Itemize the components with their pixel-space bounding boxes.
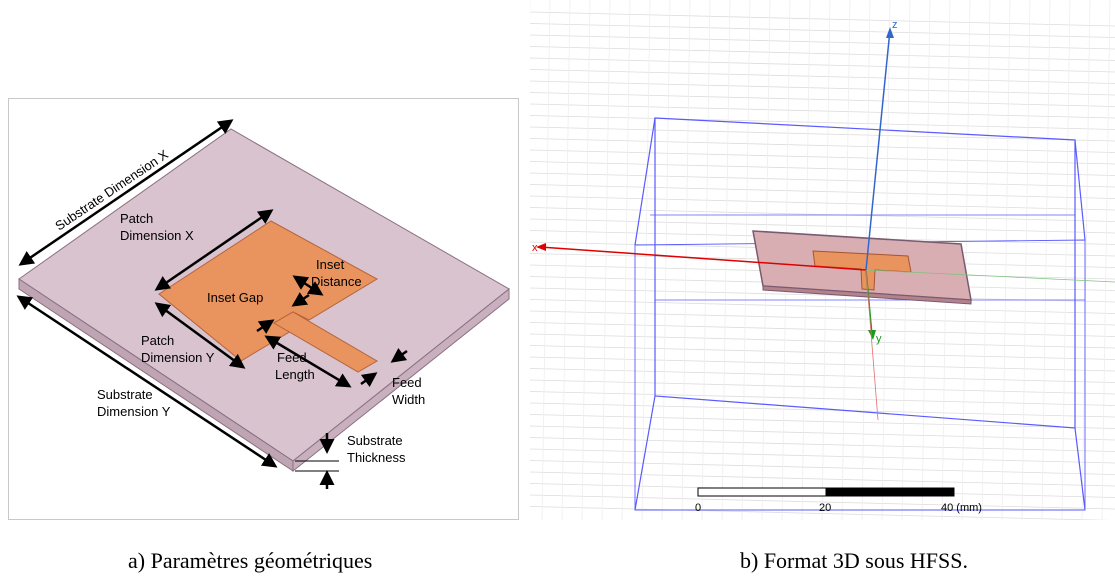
label-feed-length-1: Feed — [277, 350, 307, 365]
label-patch-y-2: Dimension Y — [141, 350, 215, 365]
grid-line — [581, 0, 591, 521]
label-inset-distance-2: Distance — [311, 274, 362, 289]
grid-line — [529, 425, 1115, 441]
grid-line — [529, 310, 1115, 326]
scale-tick-0: 0 — [695, 502, 701, 514]
thickness-guides — [295, 460, 339, 472]
grid-line — [529, 368, 1115, 383]
grid-line — [561, 0, 571, 521]
grid-line — [961, 0, 971, 521]
grid-line — [529, 402, 1115, 418]
axis-label-y: y — [876, 333, 882, 345]
label-feed-width-2: Width — [392, 392, 425, 407]
scale-tick-40: 40 (mm) — [941, 502, 982, 514]
label-substrate-thickness-2: Thickness — [347, 450, 406, 465]
grid-line — [1081, 0, 1091, 521]
grid-line — [1041, 0, 1051, 521]
patch-y-arrow — [154, 302, 246, 369]
label-substrate-y-2: Dimension Y — [97, 404, 171, 419]
inset-distance-arrow — [292, 275, 324, 296]
grid-line — [529, 218, 1115, 234]
label-patch-x-1: Patch — [120, 211, 153, 226]
inset-gap-arrow-a — [291, 292, 310, 307]
grid-line — [529, 322, 1115, 337]
grid-line — [541, 0, 551, 521]
geometry-diagram: Substrate Dimension X Patch Dimension X … — [16, 119, 510, 489]
grid-line — [661, 0, 671, 521]
label-inset-gap: Inset Gap — [207, 290, 263, 305]
feed-width-arrow-b — [360, 372, 378, 388]
grid-line — [529, 345, 1115, 360]
grid-line — [529, 379, 1115, 395]
grid-line — [529, 195, 1115, 211]
grid-line — [681, 0, 691, 521]
grid-line — [529, 46, 1115, 61]
x-axis — [539, 246, 867, 271]
grid-line — [529, 34, 1115, 50]
caption-hfss-3d-format: b) Format 3D sous HFSS. — [740, 548, 968, 573]
z-axis — [865, 29, 891, 271]
grid-line — [529, 207, 1115, 222]
grid-line — [701, 0, 711, 521]
grid-line — [601, 0, 611, 521]
grid-line — [981, 0, 991, 521]
grid-line — [1021, 0, 1031, 521]
label-feed-width-1: Feed — [392, 375, 422, 390]
grid-line — [529, 23, 1115, 38]
scale-tick-20: 20 — [819, 502, 831, 514]
label-substrate-y-1: Substrate — [97, 387, 153, 402]
hfss-antenna-model — [752, 230, 972, 305]
inset-gap-arrow-b — [256, 319, 275, 334]
patch-x-arrow — [154, 209, 274, 291]
grid-line — [529, 333, 1115, 349]
axis-label-z: z — [892, 19, 898, 31]
label-patch-x-2: Dimension X — [120, 228, 194, 243]
label-feed-length-2: Length — [275, 367, 315, 382]
grid-line — [1001, 0, 1011, 521]
substrate-y-arrow — [16, 295, 278, 468]
grid-line — [621, 0, 631, 521]
grid-line — [529, 126, 1115, 142]
hfss-3d-view-panel: z x y 0 20 40 (mm) — [521, 0, 1115, 521]
dimension-arrows — [16, 119, 408, 489]
axis-label-x: x — [532, 242, 538, 254]
grid-line — [529, 11, 1115, 27]
grid-line — [529, 57, 1115, 73]
grid-line — [529, 356, 1115, 372]
feed-length-arrow — [264, 335, 352, 388]
hfss-3d-view: z x y 0 20 40 (mm) — [521, 0, 1115, 521]
grid-line — [529, 448, 1115, 464]
label-inset-distance-1: Inset — [316, 257, 345, 272]
coordinate-axes: z x y — [532, 19, 1115, 421]
label-patch-y-1: Patch — [141, 333, 174, 348]
grid-line — [529, 391, 1115, 406]
geometry-diagram-panel: Substrate Dimension X Patch Dimension X … — [8, 98, 519, 520]
grid-line — [1061, 0, 1071, 521]
grid-line — [529, 80, 1115, 96]
grid-line — [529, 103, 1115, 119]
grid-line — [529, 69, 1115, 84]
grid-line — [741, 0, 751, 521]
substrate-x-arrow — [18, 119, 234, 266]
grid-line — [529, 138, 1115, 153]
grid-line — [641, 0, 651, 521]
feed-width-arrow-a — [390, 347, 408, 363]
grid-line — [529, 115, 1115, 130]
grid-line — [529, 299, 1115, 314]
grid-line — [1101, 0, 1111, 521]
scale-bar: 0 20 40 (mm) — [695, 487, 982, 514]
grid-line — [529, 414, 1115, 429]
label-substrate-thickness-1: Substrate — [347, 433, 403, 448]
grid-line — [529, 92, 1115, 107]
caption-geometric-parameters: a) Paramètres géométriques — [128, 548, 373, 573]
grid-line — [529, 437, 1115, 452]
